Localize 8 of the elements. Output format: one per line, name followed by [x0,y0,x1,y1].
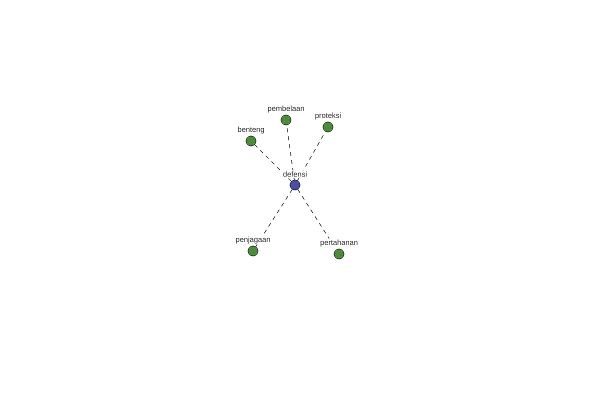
dashed-line [256,189,292,247]
node-circle [248,246,258,256]
node-circle [246,136,256,146]
node-circle [290,180,300,190]
node-circle [334,248,344,260]
node-circle [280,114,292,126]
dashed-line [254,144,292,182]
node-circle [322,122,334,132]
